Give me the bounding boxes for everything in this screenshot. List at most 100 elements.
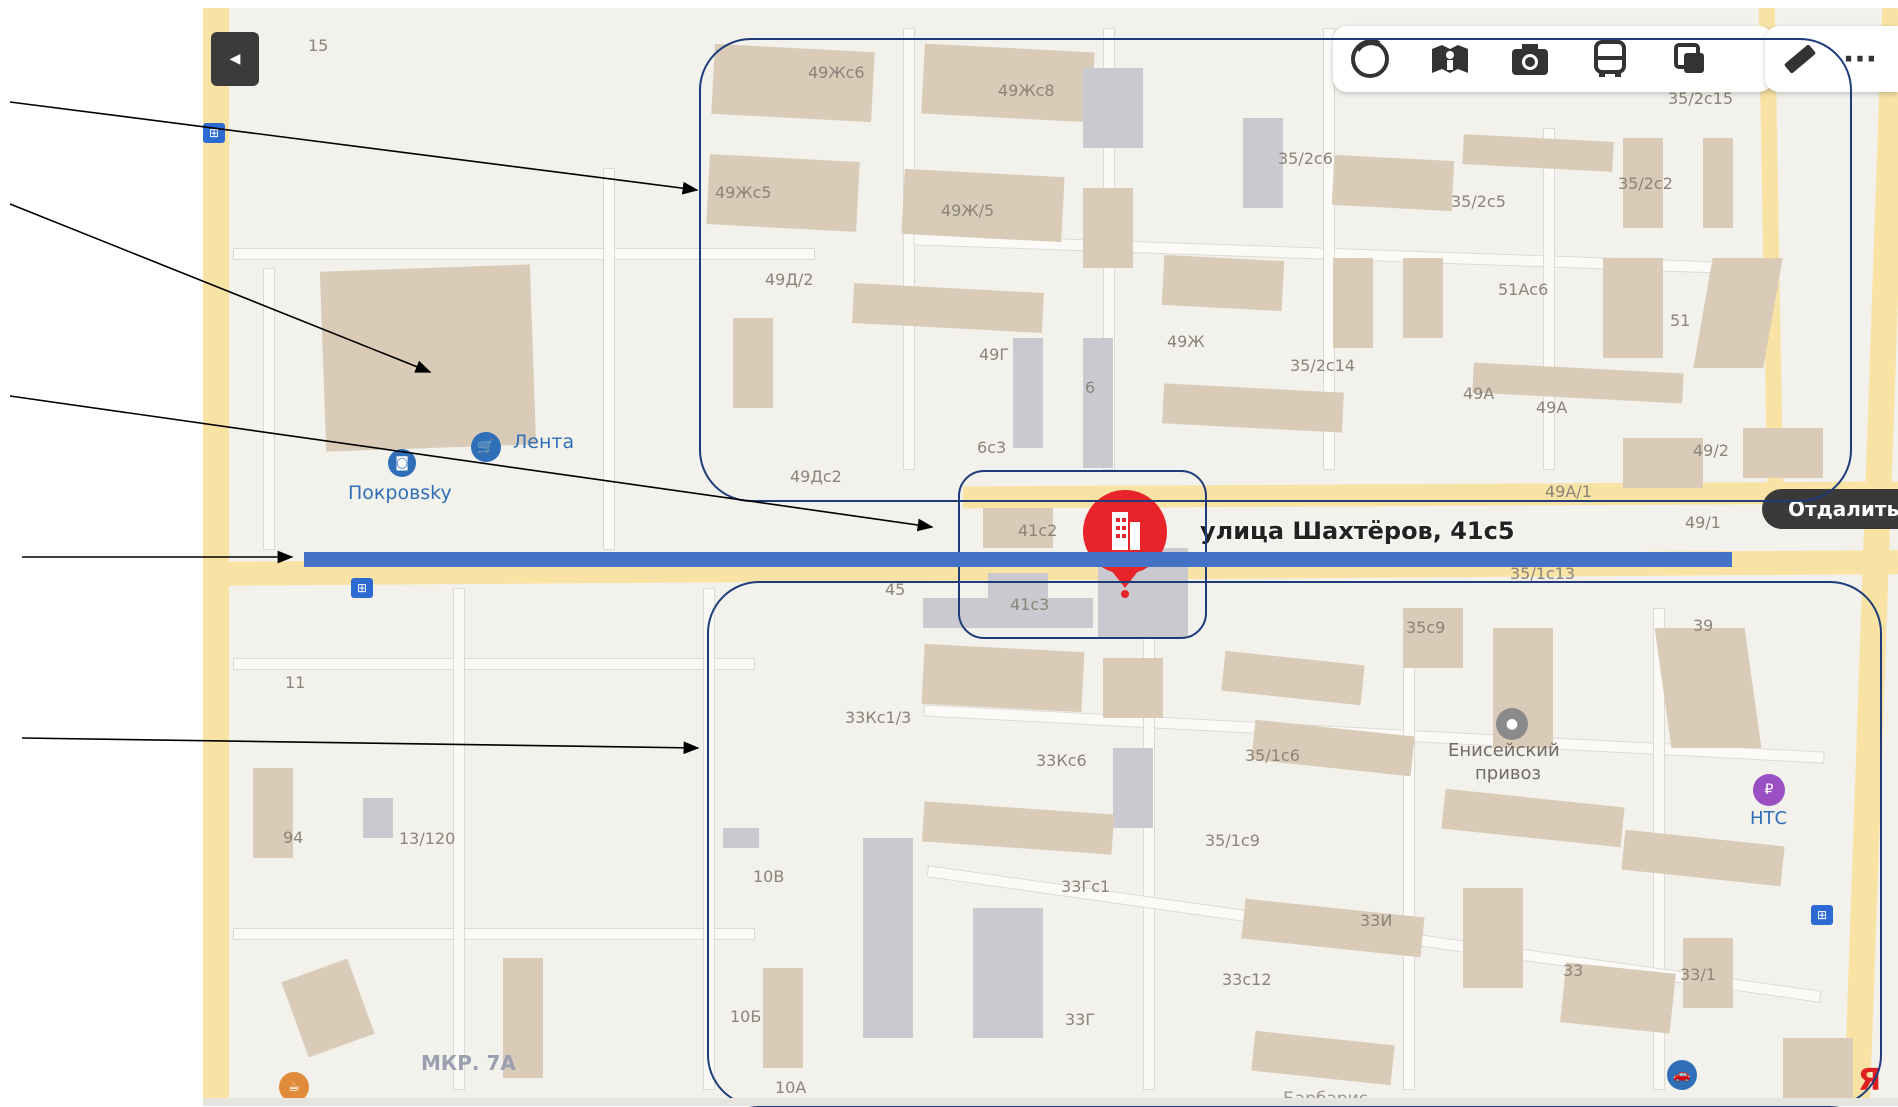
building-label: 10Б bbox=[730, 1007, 762, 1026]
market-icon[interactable]: ● bbox=[1496, 708, 1528, 740]
building bbox=[1083, 338, 1113, 468]
poi-lenta[interactable]: Лента bbox=[513, 431, 575, 453]
bus-stop-icon[interactable]: ⊞ bbox=[351, 578, 373, 598]
building-label: 33с12 bbox=[1222, 970, 1272, 989]
poi-eniseisky-line2[interactable]: привоз bbox=[1475, 763, 1542, 784]
shopping-bag-icon[interactable]: ◙ bbox=[388, 449, 416, 477]
building-label: 35/1с9 bbox=[1205, 831, 1260, 850]
building-41c2 bbox=[983, 508, 1053, 548]
copy-button[interactable] bbox=[1667, 36, 1713, 82]
map-toolbar bbox=[1333, 26, 1773, 92]
building bbox=[863, 838, 913, 1038]
building bbox=[1603, 258, 1663, 358]
building bbox=[1013, 338, 1043, 448]
building bbox=[1083, 188, 1133, 268]
building bbox=[363, 798, 393, 838]
building-label: 49А/1 bbox=[1545, 482, 1592, 501]
building-label: 33/1 bbox=[1680, 965, 1716, 984]
building-label: 49А bbox=[1463, 384, 1495, 403]
building bbox=[1403, 258, 1443, 338]
building bbox=[1083, 68, 1143, 148]
panorama-button[interactable] bbox=[1427, 36, 1473, 82]
transport-icon bbox=[1594, 40, 1626, 77]
building-label: 33Г bbox=[1065, 1010, 1096, 1029]
main-road-vertical-left bbox=[203, 8, 229, 1106]
building-lenta bbox=[319, 264, 537, 452]
building bbox=[1463, 888, 1523, 988]
road bbox=[233, 928, 755, 940]
building-label: 35с9 bbox=[1406, 618, 1446, 637]
poi-nts[interactable]: НТС bbox=[1750, 808, 1788, 829]
building-label: 94 bbox=[283, 828, 304, 847]
road bbox=[453, 588, 465, 1090]
poi-eniseisky-line1[interactable]: Енисейский bbox=[1448, 740, 1560, 761]
road bbox=[233, 658, 755, 670]
building bbox=[1113, 748, 1153, 828]
building-label: 15 bbox=[308, 36, 329, 55]
building bbox=[1623, 438, 1703, 488]
layers-button[interactable] bbox=[1347, 36, 1393, 82]
copy-icon bbox=[1674, 43, 1704, 73]
building-label: 35/2с6 bbox=[1278, 149, 1333, 168]
building-label: 49Жс6 bbox=[808, 63, 865, 82]
region-outline-south bbox=[707, 581, 1882, 1107]
highlighted-street bbox=[304, 552, 1732, 567]
building bbox=[1103, 658, 1163, 718]
transport-button[interactable] bbox=[1587, 36, 1633, 82]
building bbox=[763, 968, 803, 1068]
region-outline-north bbox=[699, 38, 1852, 502]
building-label: 10А bbox=[775, 1078, 807, 1097]
fuel-station-icon[interactable]: ₽ bbox=[1753, 774, 1785, 806]
building bbox=[1333, 258, 1373, 348]
building-label: 33 bbox=[1563, 961, 1584, 980]
building bbox=[1243, 118, 1283, 208]
building-label: 35/1с6 bbox=[1245, 746, 1300, 765]
building-label: 6 bbox=[1085, 378, 1096, 397]
road bbox=[263, 268, 275, 550]
building bbox=[973, 908, 1043, 1038]
shopping-cart-icon[interactable]: 🛒 bbox=[471, 432, 501, 462]
building-label: 6с3 bbox=[977, 438, 1007, 457]
poi-pokrovsky[interactable]: Покровsky bbox=[348, 482, 452, 504]
cafe-icon[interactable]: ☕ bbox=[279, 1072, 309, 1102]
building-label: 49Ж/5 bbox=[941, 201, 995, 220]
building-label: 51 bbox=[1670, 311, 1691, 330]
bus-stop-icon[interactable]: ⊞ bbox=[1811, 905, 1833, 925]
building-label: 33Кс6 bbox=[1036, 751, 1087, 770]
road bbox=[1323, 28, 1335, 470]
building-label: 13/120 bbox=[399, 829, 456, 848]
building-label: 49/2 bbox=[1693, 441, 1729, 460]
district-label: МКР. 7А bbox=[421, 1051, 516, 1075]
building bbox=[1403, 608, 1463, 668]
collapse-panel-button[interactable]: ◀ bbox=[211, 32, 259, 86]
building-label: 51Ас6 bbox=[1498, 280, 1549, 299]
building-label: 49/1 bbox=[1685, 513, 1721, 532]
building bbox=[1703, 138, 1733, 228]
triangle-left-icon: ◀ bbox=[229, 51, 241, 67]
building bbox=[503, 958, 543, 1078]
car-service-icon[interactable]: 🚗 bbox=[1667, 1060, 1697, 1090]
building-label: 45 bbox=[885, 580, 906, 599]
building-41c3 bbox=[988, 573, 1048, 613]
building-label: 41с2 bbox=[1018, 521, 1058, 540]
map-bottom-bar bbox=[203, 1098, 1898, 1106]
building-label: 49А bbox=[1536, 398, 1568, 417]
building-label: 49Жс8 bbox=[998, 81, 1055, 100]
building-label: 49Д/2 bbox=[765, 270, 814, 289]
building bbox=[1683, 938, 1733, 1008]
building-label: 41с3 bbox=[1010, 595, 1050, 614]
building bbox=[1623, 138, 1663, 228]
building-label: 33И bbox=[1360, 911, 1393, 930]
building bbox=[281, 958, 375, 1058]
building-label: 49Жс5 bbox=[715, 183, 772, 202]
selected-address-label: улица Шахтёров, 41с5 bbox=[1200, 517, 1515, 545]
building-label: 49Г bbox=[979, 345, 1010, 364]
building-label: 33Гс1 bbox=[1061, 877, 1111, 896]
photo-button[interactable] bbox=[1507, 36, 1553, 82]
building bbox=[733, 318, 773, 408]
building-label: 35/2с5 bbox=[1451, 192, 1506, 211]
building bbox=[723, 828, 759, 848]
building-label: 33Кс1/3 bbox=[845, 708, 912, 727]
building-label: 11 bbox=[285, 673, 306, 692]
bus-stop-icon[interactable]: ⊞ bbox=[203, 123, 225, 143]
